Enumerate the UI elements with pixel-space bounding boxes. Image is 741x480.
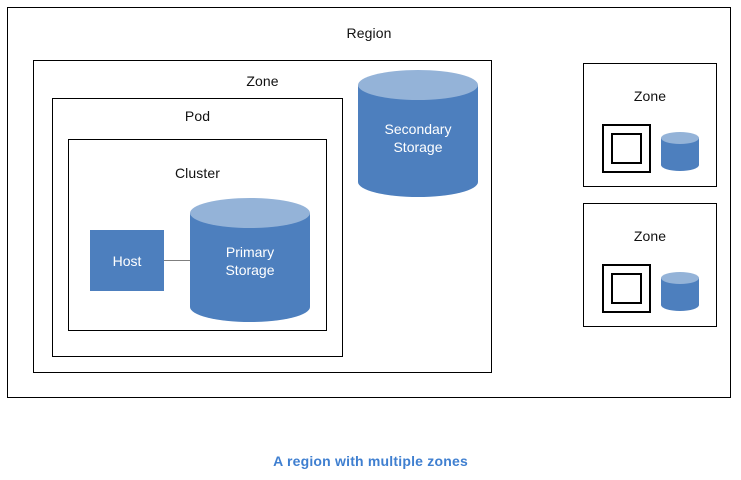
cylinder-top-ellipse — [661, 272, 699, 284]
primary-storage-label: Primary Storage — [190, 243, 310, 279]
cylinder-body — [190, 213, 310, 307]
zone-label: Zone — [246, 73, 279, 89]
host-label: Host — [112, 252, 142, 269]
zone-collapsed-1-label: Zone — [633, 88, 667, 104]
cylinder-top-ellipse — [190, 198, 310, 228]
region-label: Region — [346, 25, 392, 41]
region-container: Region — [7, 7, 731, 398]
pod-outline-icon — [602, 264, 651, 313]
host-storage-connector — [163, 260, 198, 261]
diagram-caption: A region with multiple zones — [273, 453, 468, 469]
cluster-container: Cluster — [68, 139, 327, 331]
primary-storage-label-line1: Primary — [225, 244, 275, 260]
cluster-outline-icon — [611, 273, 642, 304]
secondary-storage-cylinder: Secondary Storage — [358, 70, 478, 197]
secondary-storage-label-line2: Storage — [393, 139, 443, 155]
pod-outline-icon — [602, 124, 651, 173]
cluster-label: Cluster — [174, 165, 221, 181]
zone-collapsed-2-label: Zone — [633, 228, 667, 244]
zone-collapsed-1: Zone — [583, 63, 717, 187]
secondary-storage-label-line1: Secondary — [384, 121, 452, 137]
storage-cylinder-icon — [661, 272, 699, 311]
host-node: Host — [90, 230, 164, 291]
cluster-outline-icon — [611, 133, 642, 164]
primary-storage-cylinder: Primary Storage — [190, 198, 310, 322]
cylinder-body — [358, 85, 478, 182]
zone-collapsed-2: Zone — [583, 203, 717, 327]
cylinder-top-ellipse — [358, 70, 478, 100]
zone-container: Zone — [33, 60, 492, 373]
pod-label: Pod — [184, 108, 211, 124]
secondary-storage-label: Secondary Storage — [358, 120, 478, 156]
cylinder-top-ellipse — [661, 132, 699, 144]
primary-storage-label-line2: Storage — [225, 262, 275, 278]
storage-cylinder-icon — [661, 132, 699, 171]
pod-container: Pod — [52, 98, 343, 357]
